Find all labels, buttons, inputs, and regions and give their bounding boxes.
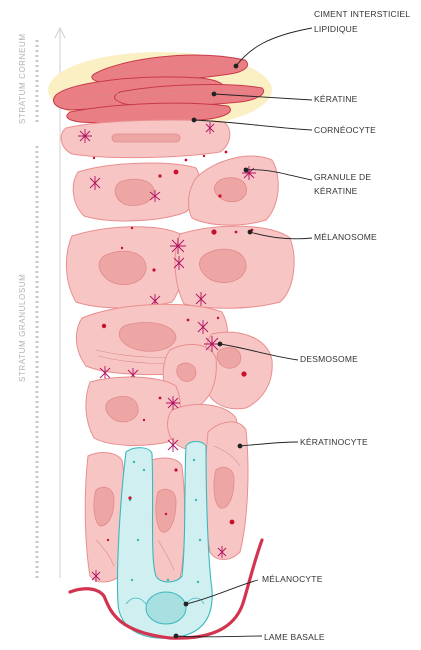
label-ciment-line1: CIMENT INTERSTICIEL xyxy=(314,9,410,19)
label-desmosome: DESMOSOME xyxy=(300,354,358,364)
vertical-axis-arrow xyxy=(55,28,65,578)
corneocyte xyxy=(61,120,230,158)
granular-cell-row2-left xyxy=(66,227,183,308)
label-stratum-granulosum: STRATUM GRANULOSUM xyxy=(18,274,27,382)
basal-keratinocyte-right xyxy=(205,422,248,560)
label-corneocyte: CORNÉOCYTE xyxy=(314,125,376,135)
label-lame-basale: LAME BASALE xyxy=(264,632,325,642)
label-keratine: KÉRATINE xyxy=(314,94,358,104)
label-ciment-line2: LIPIDIQUE xyxy=(314,24,358,34)
label-melanosome: MÉLANOSOME xyxy=(314,232,377,242)
label-stratum-corneum: STRATUM CORNEUM xyxy=(18,33,27,124)
label-granule-line1: GRANULE DE xyxy=(314,172,371,182)
granular-cell-row2-right xyxy=(175,226,294,308)
label-keratinocyte: KÉRATINOCYTE xyxy=(300,437,368,447)
granular-cell-right xyxy=(189,156,279,225)
label-granule-line2: KÉRATINE xyxy=(314,186,358,196)
label-melanocyte: MÉLANOCYTE xyxy=(262,574,323,584)
granular-cell-row4-left xyxy=(86,377,180,445)
granular-cell-left xyxy=(73,163,199,221)
